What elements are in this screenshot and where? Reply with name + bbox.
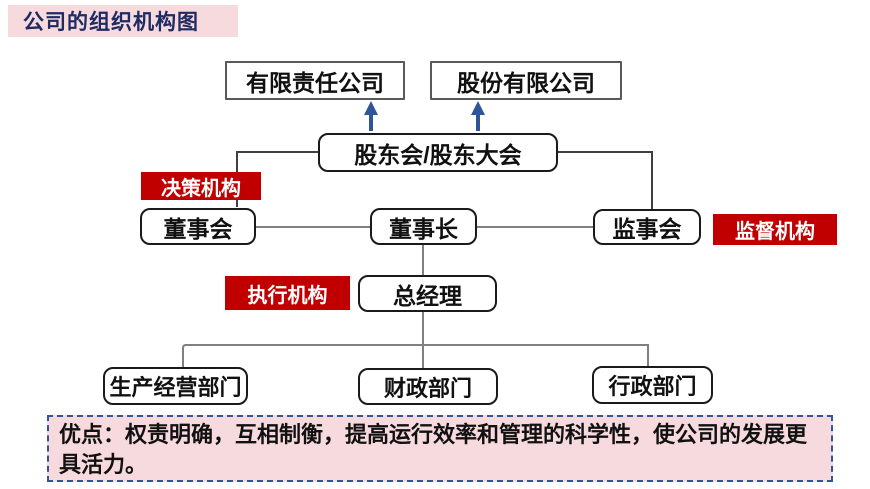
node-dept-admin: 行政部门 [592, 366, 713, 404]
node-supervisory-board: 监事会 [593, 209, 701, 245]
node-shareholders-meeting: 股东会/股东大会 [318, 133, 558, 172]
supervision-organ-label: 监督机构 [713, 214, 837, 245]
node-joint-stock-company: 股份有限公司 [430, 61, 622, 100]
arrow-to-jsc-icon [471, 101, 485, 131]
connector-departments-rail [182, 344, 649, 367]
arrow-to-llc-icon [364, 101, 378, 131]
node-chairman: 董事长 [370, 208, 477, 245]
page-title: 公司的组织机构图 [8, 5, 238, 37]
decision-organ-label: 决策机构 [141, 172, 261, 200]
node-limited-liability-company: 有限责任公司 [225, 61, 405, 100]
node-general-manager: 总经理 [358, 275, 497, 312]
node-dept-finance: 财政部门 [358, 368, 498, 405]
execution-organ-label: 执行机构 [225, 276, 350, 310]
connector-shareholders-to-supervisors [558, 151, 653, 210]
node-dept-production: 生产经营部门 [103, 367, 248, 405]
advantages-note: 优点：权责明确，互相制衡，提高运行效率和管理的科学性，使公司的发展更具活力。 [47, 415, 833, 482]
node-board-of-directors: 董事会 [140, 208, 256, 245]
